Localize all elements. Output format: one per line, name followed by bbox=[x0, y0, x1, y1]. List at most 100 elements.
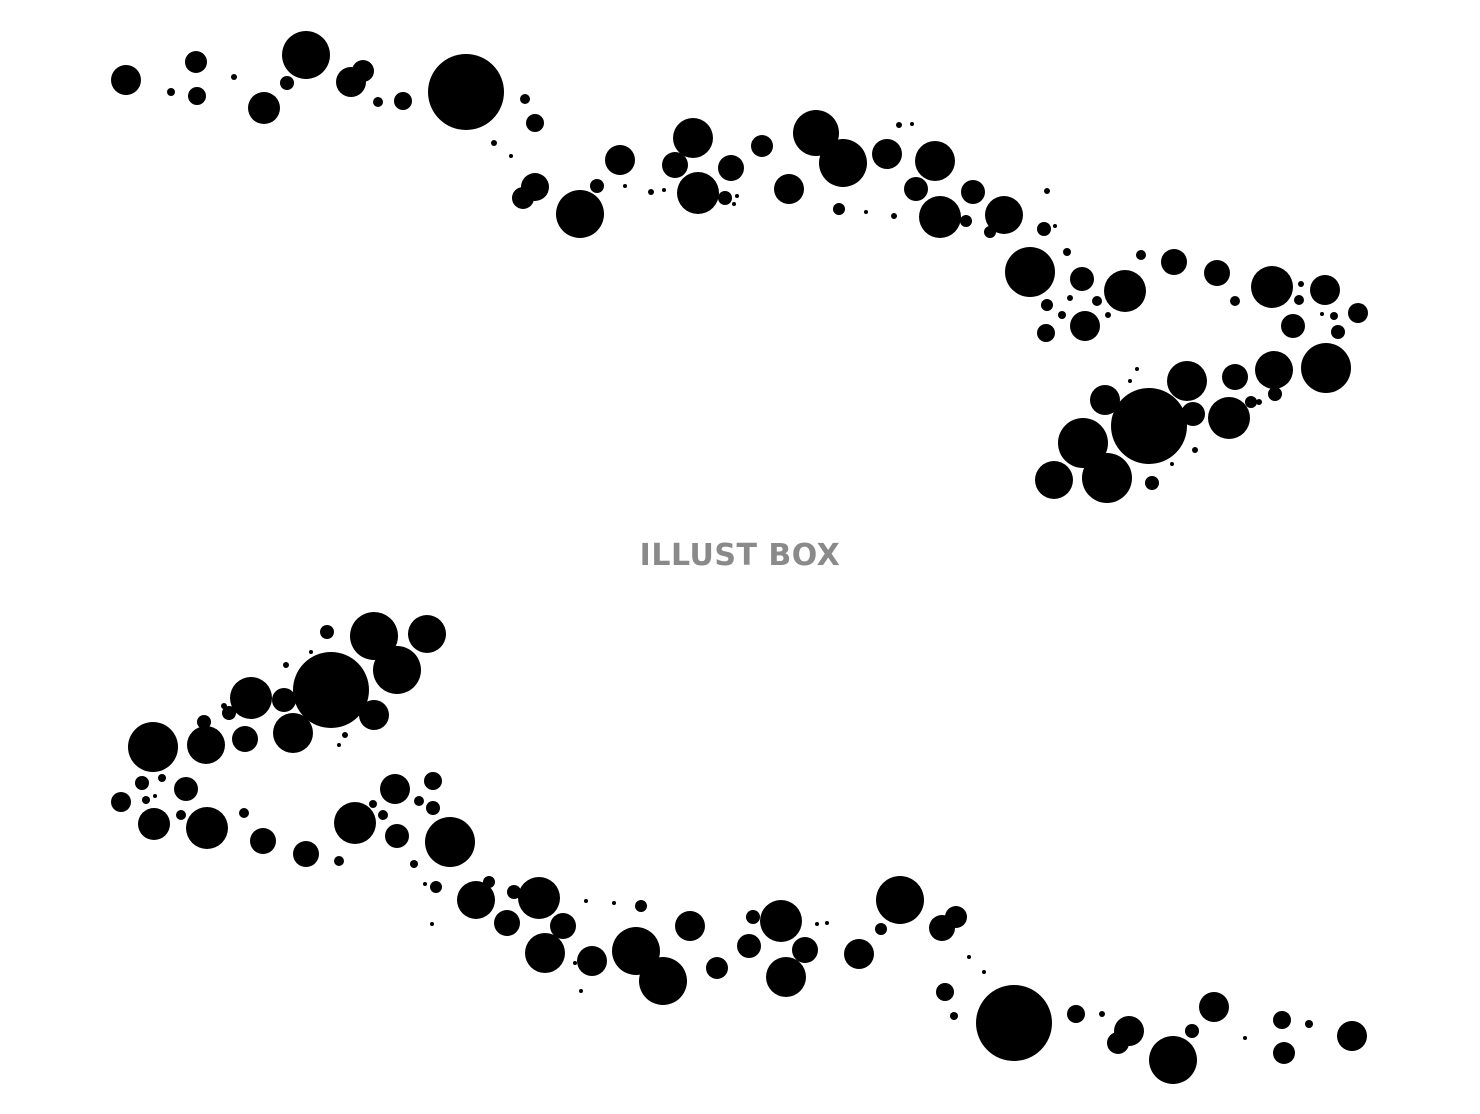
lower-wave-dot bbox=[337, 743, 341, 747]
upper-wave-dot bbox=[904, 177, 928, 201]
upper-wave-dot bbox=[960, 215, 972, 227]
lower-wave-dot bbox=[976, 985, 1052, 1061]
upper-wave-dot bbox=[605, 145, 635, 175]
upper-wave-dot bbox=[1128, 379, 1132, 383]
upper-wave-dot bbox=[662, 152, 688, 178]
lower-wave-dot bbox=[1185, 1024, 1199, 1038]
lower-wave-dot bbox=[1199, 992, 1229, 1022]
lower-wave-dot bbox=[635, 900, 647, 912]
lower-wave-dot bbox=[320, 625, 334, 639]
upper-wave-dot bbox=[1301, 343, 1351, 393]
lower-wave-dot bbox=[815, 922, 819, 926]
lower-wave-dot bbox=[525, 933, 565, 973]
lower-wave-dot bbox=[414, 796, 424, 806]
lower-wave-dot bbox=[430, 881, 442, 893]
upper-wave-dot bbox=[1041, 299, 1053, 311]
lower-wave-dot bbox=[1099, 1011, 1105, 1017]
lower-wave-dot bbox=[187, 726, 225, 764]
lower-wave-dot bbox=[1149, 1036, 1197, 1084]
lower-wave-dot bbox=[792, 937, 818, 963]
upper-wave-dot bbox=[1298, 281, 1304, 287]
lower-wave-dot bbox=[766, 957, 806, 997]
lower-wave-dot bbox=[639, 957, 687, 1005]
lower-wave-dot bbox=[1067, 1005, 1085, 1023]
upper-wave-dot bbox=[428, 54, 504, 130]
upper-wave-dot bbox=[872, 139, 902, 169]
lower-wave-dot bbox=[577, 946, 607, 976]
lower-wave-dot bbox=[380, 774, 410, 804]
upper-wave-dot bbox=[891, 213, 897, 219]
lower-wave-dot bbox=[369, 800, 377, 808]
upper-wave-dot bbox=[677, 172, 719, 214]
upper-wave-dot bbox=[282, 31, 330, 79]
upper-wave-dot bbox=[793, 110, 839, 156]
upper-wave-dot bbox=[185, 51, 207, 73]
upper-wave-dot bbox=[919, 196, 961, 238]
upper-wave-dot bbox=[673, 118, 713, 158]
upper-wave-dot bbox=[1044, 188, 1050, 194]
lower-wave-dot bbox=[706, 957, 728, 979]
upper-wave-dot bbox=[915, 141, 955, 181]
upper-wave-dot bbox=[1255, 351, 1293, 389]
lower-wave-dot bbox=[483, 876, 495, 888]
lower-wave-dot bbox=[746, 910, 760, 924]
upper-wave-dot bbox=[1161, 249, 1187, 275]
upper-wave-dot bbox=[1251, 266, 1293, 308]
lower-wave-dot bbox=[425, 817, 475, 867]
lower-wave-dot bbox=[936, 983, 954, 1001]
lower-wave-dot bbox=[334, 802, 376, 844]
upper-wave-dot bbox=[520, 94, 530, 104]
lower-wave-dot bbox=[518, 877, 560, 919]
upper-wave-dot bbox=[623, 184, 627, 188]
lower-wave-dot bbox=[378, 810, 388, 820]
upper-wave-dot bbox=[394, 92, 412, 110]
lower-wave-dot bbox=[142, 796, 150, 804]
upper-wave-dot bbox=[1063, 248, 1071, 256]
upper-wave-dot bbox=[648, 189, 654, 195]
lower-wave-dot bbox=[373, 646, 421, 694]
lower-wave-dot bbox=[457, 881, 495, 919]
lower-wave-dot bbox=[844, 939, 874, 969]
lower-wave-dot bbox=[350, 612, 398, 660]
upper-wave-dot bbox=[1005, 247, 1055, 297]
upper-wave-dot bbox=[896, 122, 902, 128]
lower-wave-dot bbox=[737, 934, 761, 958]
upper-wave-dot bbox=[248, 92, 280, 124]
lower-wave-dot bbox=[410, 860, 418, 868]
upper-wave-dot bbox=[1320, 312, 1324, 316]
upper-wave-dot bbox=[1245, 396, 1257, 408]
lower-wave-dot bbox=[612, 901, 616, 905]
upper-wave-dot bbox=[718, 191, 732, 205]
upper-wave-dot bbox=[1204, 260, 1230, 286]
upper-wave-dot bbox=[1135, 367, 1139, 371]
lower-wave-dot bbox=[283, 662, 289, 668]
upper-wave-dot bbox=[373, 97, 383, 107]
upper-wave-dot bbox=[1111, 388, 1187, 464]
lower-wave-dot bbox=[135, 776, 149, 790]
upper-wave-dot bbox=[1281, 314, 1305, 338]
lower-wave-dot bbox=[153, 794, 157, 798]
lower-wave-dot bbox=[408, 615, 446, 653]
upper-wave-dot bbox=[1222, 364, 1248, 390]
lower-wave-dot bbox=[579, 989, 583, 993]
upper-wave-dot bbox=[1268, 387, 1282, 401]
upper-wave-dot bbox=[556, 190, 604, 238]
upper-wave-dot bbox=[1181, 402, 1205, 426]
lower-wave-dot bbox=[967, 955, 971, 959]
lower-wave-dot bbox=[825, 921, 829, 925]
lower-wave-dot bbox=[1305, 1020, 1313, 1028]
lower-wave-dot bbox=[128, 722, 178, 772]
upper-wave-dot bbox=[526, 114, 544, 132]
upper-wave-dot bbox=[1330, 312, 1338, 320]
upper-wave-dot bbox=[1053, 224, 1057, 228]
upper-wave-dot bbox=[1310, 275, 1340, 305]
upper-wave-dot bbox=[1170, 462, 1174, 466]
upper-dot-wave bbox=[111, 31, 1368, 503]
upper-wave-dot bbox=[1192, 447, 1198, 453]
lower-wave-dot bbox=[1273, 1042, 1295, 1064]
upper-wave-dot bbox=[864, 210, 868, 214]
lower-wave-dot bbox=[424, 772, 442, 790]
upper-wave-dot bbox=[910, 122, 914, 126]
lower-wave-dot bbox=[174, 777, 198, 801]
